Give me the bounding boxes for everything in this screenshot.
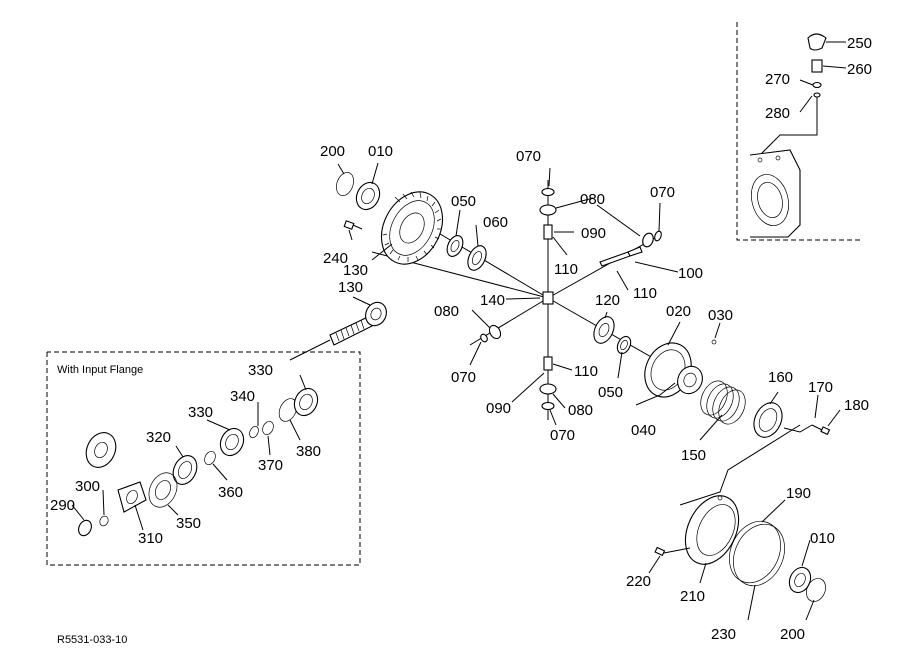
label-140: 140	[480, 292, 505, 309]
part-number-labels: 010 200 240 130 130 050 060 070 080 090 …	[50, 35, 872, 643]
label-030: 030	[708, 307, 733, 324]
label-370: 370	[258, 457, 283, 474]
label-220: 220	[626, 573, 651, 590]
pin-170-180	[783, 424, 831, 436]
cover-assembly	[654, 424, 826, 602]
label-290: 290	[50, 497, 75, 514]
side-gear-120	[593, 316, 615, 344]
label-120: 120	[595, 292, 620, 309]
label-200-lower: 200	[780, 626, 805, 643]
label-250: 250	[847, 35, 872, 52]
bearing-cup-160	[753, 402, 783, 438]
label-170: 170	[808, 379, 833, 396]
label-360: 360	[218, 484, 243, 501]
bottom-pinion-set	[539, 356, 557, 411]
label-100: 100	[678, 265, 703, 282]
label-260: 260	[847, 61, 872, 78]
shaft-100	[599, 246, 643, 267]
label-340: 340	[230, 388, 255, 405]
label-130-pinion: 130	[338, 279, 363, 296]
label-010-lower: 010	[810, 530, 835, 547]
label-070-left: 070	[451, 369, 476, 386]
label-150: 150	[681, 447, 706, 464]
label-210: 210	[680, 588, 705, 605]
label-110-top: 110	[554, 261, 578, 278]
differential-case-020	[644, 339, 717, 398]
leader-lines	[71, 41, 847, 621]
label-180: 180	[844, 397, 869, 414]
figure-code: R5531-033-10	[57, 634, 127, 646]
label-080-bottom: 080	[568, 402, 593, 419]
label-040: 040	[631, 422, 656, 439]
label-330-lower: 330	[188, 404, 213, 421]
label-200-upper: 200	[320, 143, 345, 160]
top-pinion-set	[539, 187, 557, 240]
label-330-upper: 330	[248, 362, 273, 379]
label-240: 240	[323, 250, 348, 267]
label-270: 270	[765, 71, 790, 88]
label-160: 160	[768, 369, 793, 386]
label-020: 020	[666, 303, 691, 320]
label-070-top: 070	[516, 148, 541, 165]
clutch-plates-150	[700, 380, 746, 425]
ring-gear-130	[380, 191, 444, 265]
label-090-top: 090	[581, 225, 606, 242]
label-060: 060	[483, 214, 508, 231]
left-pinion-set	[480, 324, 502, 343]
inset-box-title: With Input Flange	[57, 364, 143, 376]
center-block-140	[542, 291, 554, 305]
label-380: 380	[296, 443, 321, 460]
side-gear-060	[467, 245, 487, 271]
thrust-washer-050-lower	[616, 335, 632, 355]
label-300: 300	[75, 478, 100, 495]
label-110-right: 110	[633, 285, 657, 302]
label-080-top: 080	[580, 191, 605, 208]
label-110-bottom: 110	[574, 363, 598, 380]
inset-parts	[78, 387, 319, 537]
breather-parts	[749, 33, 827, 238]
label-090-bottom: 090	[486, 400, 511, 417]
label-310: 310	[138, 530, 163, 547]
input-flange-inset	[46, 351, 361, 566]
label-050-upper: 050	[451, 193, 476, 210]
label-050-lower: 050	[598, 384, 623, 401]
thrust-washer-050-upper	[446, 235, 464, 257]
label-080-left: 080	[434, 303, 459, 320]
label-320: 320	[146, 429, 171, 446]
label-010-upper: 010	[368, 143, 393, 160]
breather-inset	[736, 22, 860, 241]
label-070-right: 070	[650, 184, 675, 201]
label-350: 350	[176, 515, 201, 532]
label-230: 230	[711, 626, 736, 643]
label-190: 190	[786, 485, 811, 502]
drive-pinion-130	[289, 301, 387, 361]
label-130-ring: 130	[343, 262, 368, 279]
right-pinion-set	[642, 230, 662, 248]
label-070-bottom: 070	[550, 427, 575, 444]
bearing-010-upper	[355, 181, 381, 211]
bolt-240	[343, 220, 363, 230]
label-280: 280	[765, 105, 790, 122]
oring-200-upper	[336, 172, 354, 196]
